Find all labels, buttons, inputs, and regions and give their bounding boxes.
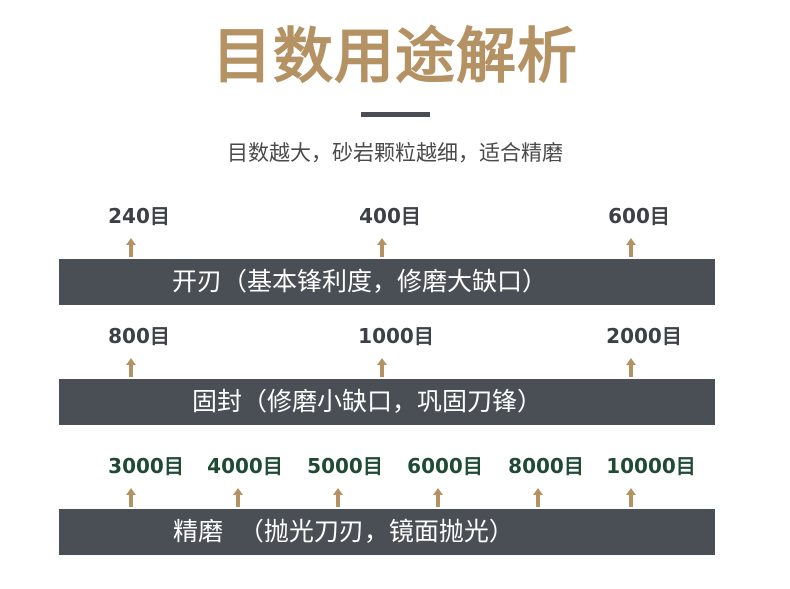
arrow-up-icon	[126, 358, 136, 378]
arrow-up-icon	[626, 358, 636, 378]
arrow-up-icon	[433, 488, 443, 508]
grit-label-240: 240目	[108, 204, 170, 228]
arrow-up-icon	[126, 488, 136, 508]
arrow-up-icon	[533, 488, 543, 508]
stage-bar-text: 固封（修磨小缺口，巩固刀锋）	[192, 387, 543, 416]
arrow-up-icon	[333, 488, 343, 508]
arrow-up-icon	[626, 488, 636, 508]
stage-bar-text: 精磨 （抛光刀刃，镜面抛光）	[173, 517, 514, 546]
grit-label-800: 800目	[108, 324, 170, 348]
stage-bar-fine-polish: 精磨 （抛光刀刃，镜面抛光）	[59, 509, 715, 555]
grit-label-400: 400目	[359, 204, 421, 228]
grit-label-10000: 10000目	[606, 454, 696, 478]
title-divider	[361, 112, 430, 117]
arrow-up-icon	[377, 238, 387, 258]
stage-bar-sealing: 固封（修磨小缺口，巩固刀锋）	[59, 379, 715, 425]
grit-label-5000: 5000目	[307, 454, 383, 478]
grit-label-8000: 8000目	[508, 454, 584, 478]
grit-label-600: 600目	[608, 204, 670, 228]
arrow-up-icon	[233, 488, 243, 508]
grit-label-2000: 2000目	[606, 324, 682, 348]
grit-label-3000: 3000目	[108, 454, 184, 478]
stage-bar-text: 开刃（基本锋利度，修磨大缺口）	[172, 267, 548, 296]
stage-bar-sharpening: 开刃（基本锋利度，修磨大缺口）	[59, 259, 715, 305]
arrow-up-icon	[626, 238, 636, 258]
grit-label-4000: 4000目	[207, 454, 283, 478]
grit-label-6000: 6000目	[407, 454, 483, 478]
grit-label-1000: 1000目	[358, 324, 434, 348]
page-subtitle: 目数越大，砂岩颗粒越细，适合精磨	[227, 141, 563, 165]
arrow-up-icon	[126, 238, 136, 258]
page-title: 目数用途解析	[212, 22, 578, 92]
arrow-up-icon	[377, 358, 387, 378]
